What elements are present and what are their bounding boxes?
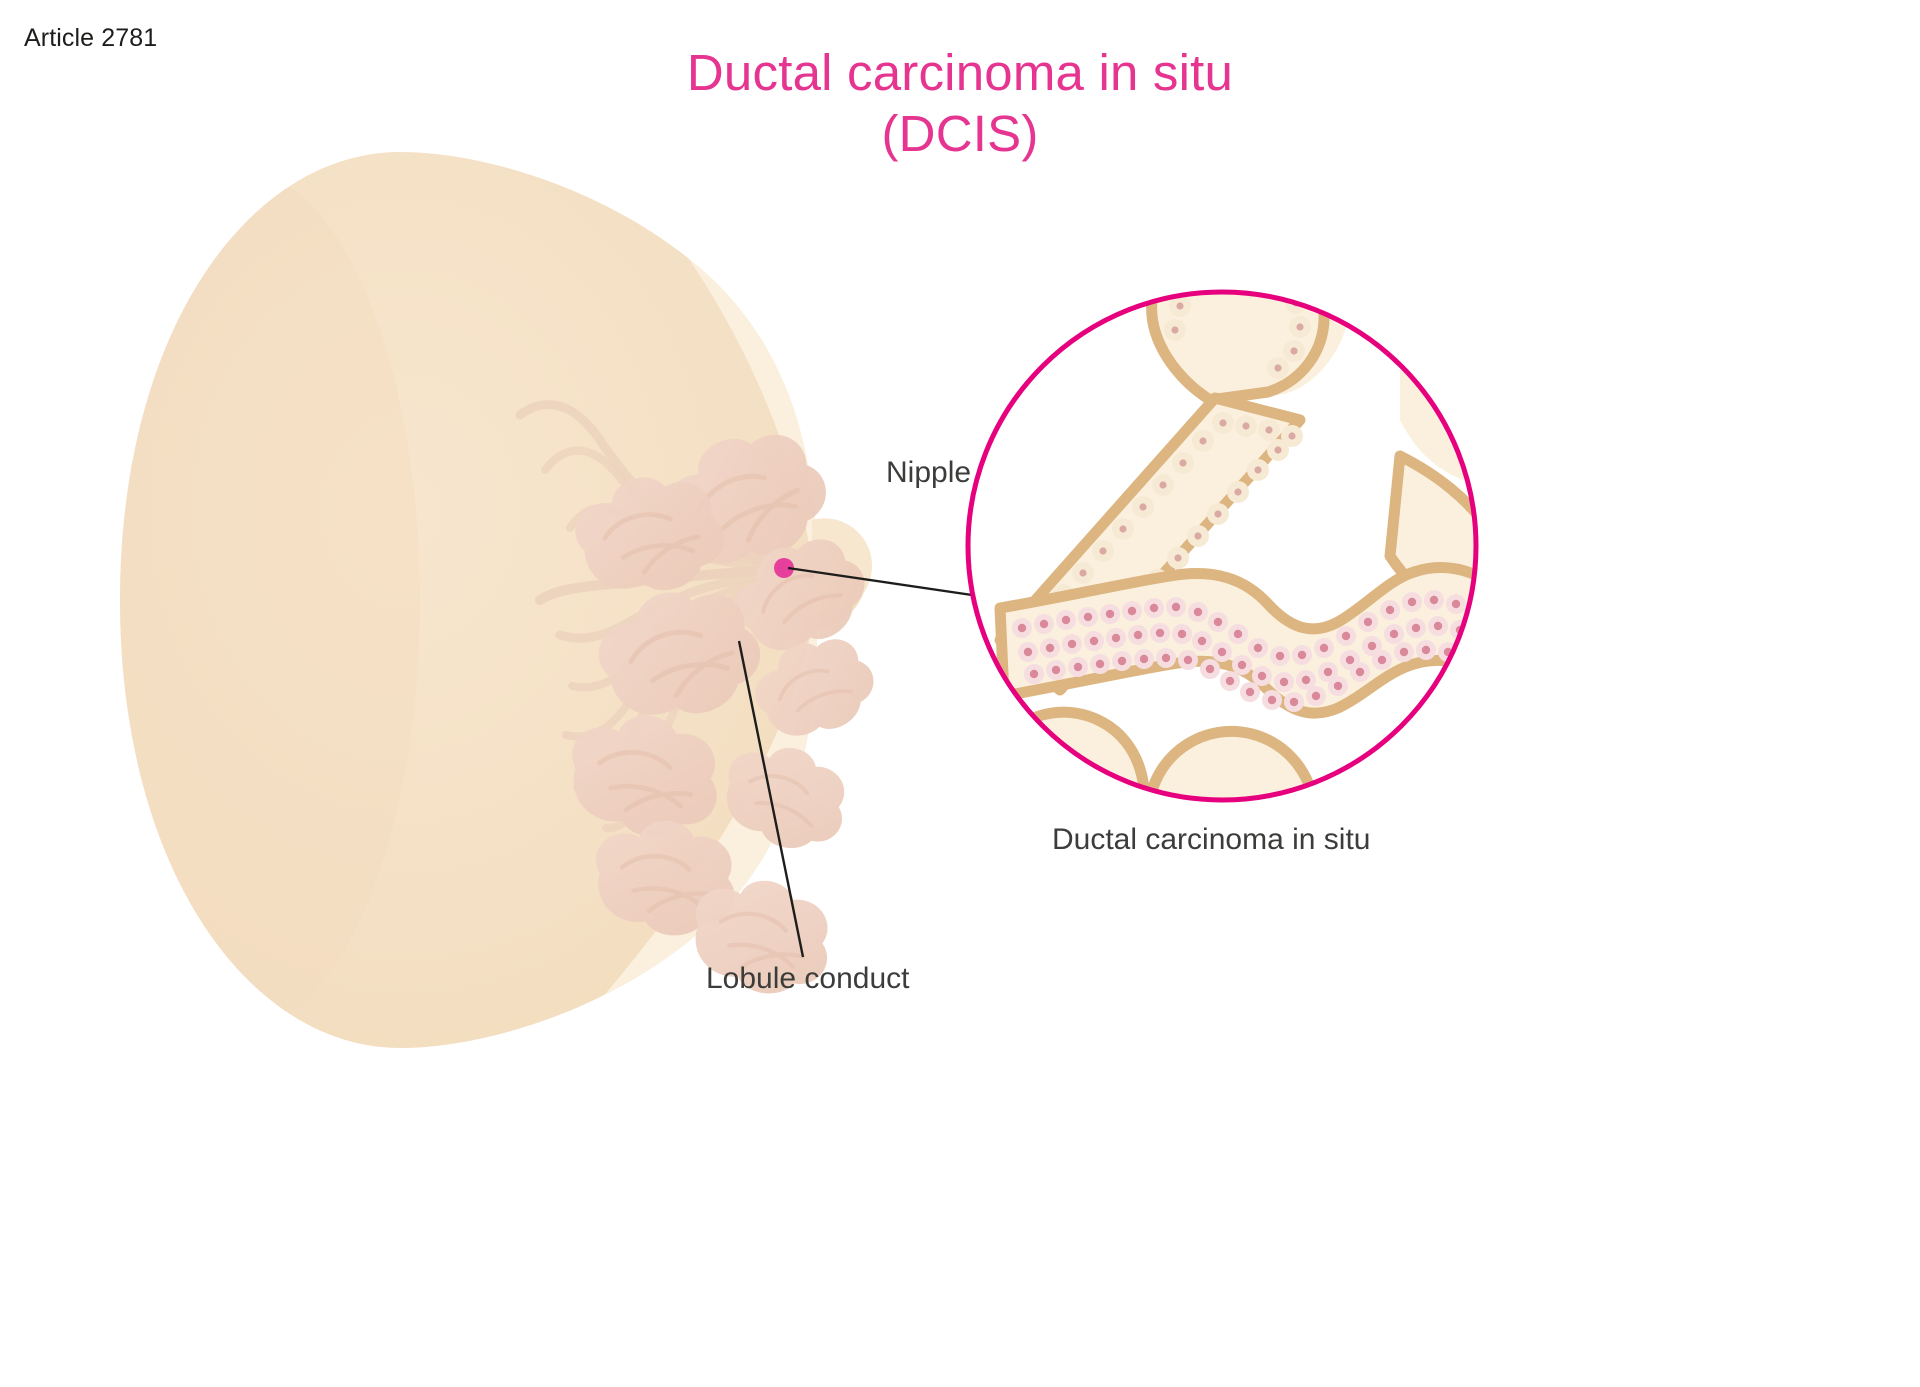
lobule	[726, 748, 845, 848]
lobule	[575, 477, 724, 591]
lobule-clusters	[572, 434, 874, 994]
leader-lobule-conduct	[737, 640, 805, 958]
leader-nipple-to-inset	[787, 566, 1007, 602]
duct-lobule-lower-left	[974, 706, 1150, 800]
breast-shadow	[120, 170, 420, 1030]
article-id: Article 2781	[24, 24, 158, 52]
lobule	[735, 539, 865, 651]
magnifier-ring	[965, 289, 1479, 803]
leader-lines	[737, 566, 1007, 958]
nipple-dot	[774, 558, 794, 578]
label-lobule-conduct: Lobule conduct	[706, 962, 910, 995]
caption-ductal-carcinoma-in-situ: Ductal carcinoma in situ	[1052, 823, 1371, 856]
magnified-inset-group	[965, 289, 1479, 803]
duct-lobule-lower-right	[1144, 725, 1321, 800]
label-nipple: Nipple	[886, 456, 972, 489]
lobule	[572, 715, 717, 837]
lobule	[755, 639, 874, 736]
lobule	[598, 592, 761, 715]
